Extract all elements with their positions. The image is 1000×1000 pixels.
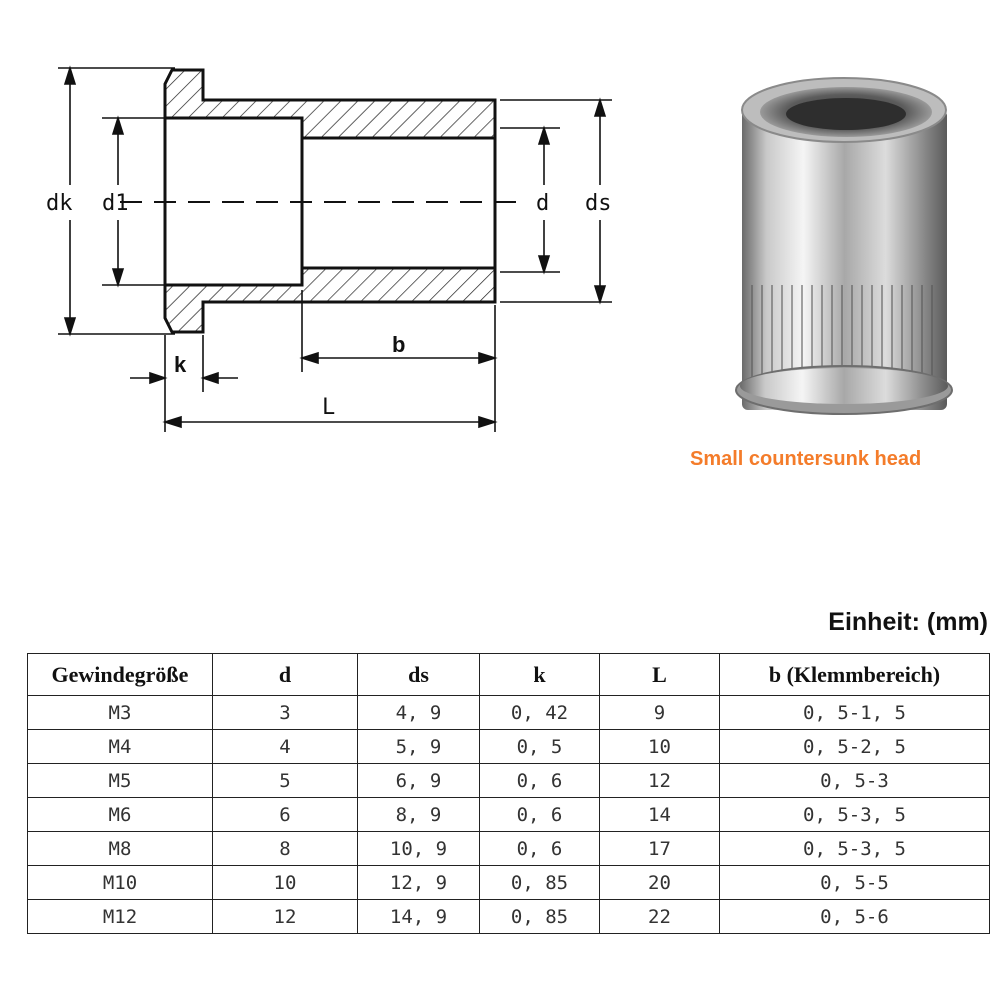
cell-ds: 10, 9 <box>357 831 480 866</box>
cell-L: 20 <box>599 865 720 900</box>
knurled-section <box>751 285 933 380</box>
label-L: L <box>322 395 335 420</box>
cell-thread-size: M10 <box>27 865 213 900</box>
header-d: d <box>212 653 358 696</box>
unit-label: Einheit: (mm) <box>828 608 988 636</box>
cell-b: 0, 5-3, 5 <box>719 797 990 832</box>
label-d1: d1 <box>102 191 129 216</box>
dimension-table: Gewindegröße d ds k L b (Klemmbereich) M… <box>27 653 990 934</box>
cell-thread-size: M12 <box>27 899 213 934</box>
cell-ds: 8, 9 <box>357 797 480 832</box>
cell-thread-size: M5 <box>27 763 213 798</box>
section-upper <box>163 68 497 140</box>
header-ds: ds <box>357 653 480 696</box>
header-thread-size: Gewindegröße <box>27 653 213 696</box>
cell-ds: 12, 9 <box>357 865 480 900</box>
cell-thread-size: M4 <box>27 729 213 764</box>
dim-d <box>500 125 560 275</box>
label-ds: ds <box>585 191 612 216</box>
header-L: L <box>599 653 720 696</box>
cell-ds: 6, 9 <box>357 763 480 798</box>
cell-k: 0, 85 <box>479 899 600 934</box>
cell-L: 10 <box>599 729 720 764</box>
dim-b <box>299 290 498 432</box>
header-k: k <box>479 653 600 696</box>
label-d: d <box>536 191 549 216</box>
cell-L: 9 <box>599 695 720 730</box>
dim-ds <box>500 97 612 305</box>
cell-d: 4 <box>212 729 358 764</box>
label-b: b <box>392 332 405 357</box>
dim-d1 <box>102 115 165 288</box>
dim-k <box>130 335 238 432</box>
dim-L <box>162 415 498 429</box>
cell-d: 6 <box>212 797 358 832</box>
label-k: k <box>174 352 187 377</box>
cell-k: 0, 85 <box>479 865 600 900</box>
cell-d: 12 <box>212 899 358 934</box>
cell-d: 3 <box>212 695 358 730</box>
cell-k: 0, 6 <box>479 831 600 866</box>
cell-b: 0, 5-5 <box>719 865 990 900</box>
label-dk: dk <box>46 191 73 216</box>
cell-b: 0, 5-1, 5 <box>719 695 990 730</box>
rivet-nut-photo <box>735 77 953 415</box>
cell-thread-size: M8 <box>27 831 213 866</box>
cell-L: 22 <box>599 899 720 934</box>
table-row: M12 12 14, 9 0, 85 22 0, 5-6 <box>27 899 990 934</box>
cell-ds: 14, 9 <box>357 899 480 934</box>
cell-L: 17 <box>599 831 720 866</box>
cell-k: 0, 42 <box>479 695 600 730</box>
table-row: M3 3 4, 9 0, 42 9 0, 5-1, 5 <box>27 695 990 730</box>
cell-thread-size: M6 <box>27 797 213 832</box>
cell-thread-size: M3 <box>27 695 213 730</box>
table-row: M4 4 5, 9 0, 5 10 0, 5-2, 5 <box>27 729 990 764</box>
photo-caption: Small countersunk head <box>690 448 922 470</box>
cell-b: 0, 5-3 <box>719 763 990 798</box>
table-row: M5 5 6, 9 0, 6 12 0, 5-3 <box>27 763 990 798</box>
rivet-nut-technical-drawing: dk d1 d ds k <box>46 65 953 432</box>
cell-b: 0, 5-3, 5 <box>719 831 990 866</box>
table-row: M10 10 12, 9 0, 85 20 0, 5-5 <box>27 865 990 900</box>
cell-ds: 5, 9 <box>357 729 480 764</box>
section-lower <box>163 266 497 334</box>
cell-ds: 4, 9 <box>357 695 480 730</box>
dim-dk <box>58 65 175 337</box>
cell-b: 0, 5-2, 5 <box>719 729 990 764</box>
cell-b: 0, 5-6 <box>719 899 990 934</box>
header-b: b (Klemmbereich) <box>719 653 990 696</box>
cell-L: 14 <box>599 797 720 832</box>
cell-k: 0, 6 <box>479 763 600 798</box>
table-row: M6 6 8, 9 0, 6 14 0, 5-3, 5 <box>27 797 990 832</box>
cell-L: 12 <box>599 763 720 798</box>
cell-d: 5 <box>212 763 358 798</box>
table-row: M8 8 10, 9 0, 6 17 0, 5-3, 5 <box>27 831 990 866</box>
cell-k: 0, 5 <box>479 729 600 764</box>
cell-d: 10 <box>212 865 358 900</box>
cell-k: 0, 6 <box>479 797 600 832</box>
cell-d: 8 <box>212 831 358 866</box>
table-header-row: Gewindegröße d ds k L b (Klemmbereich) <box>27 653 990 696</box>
